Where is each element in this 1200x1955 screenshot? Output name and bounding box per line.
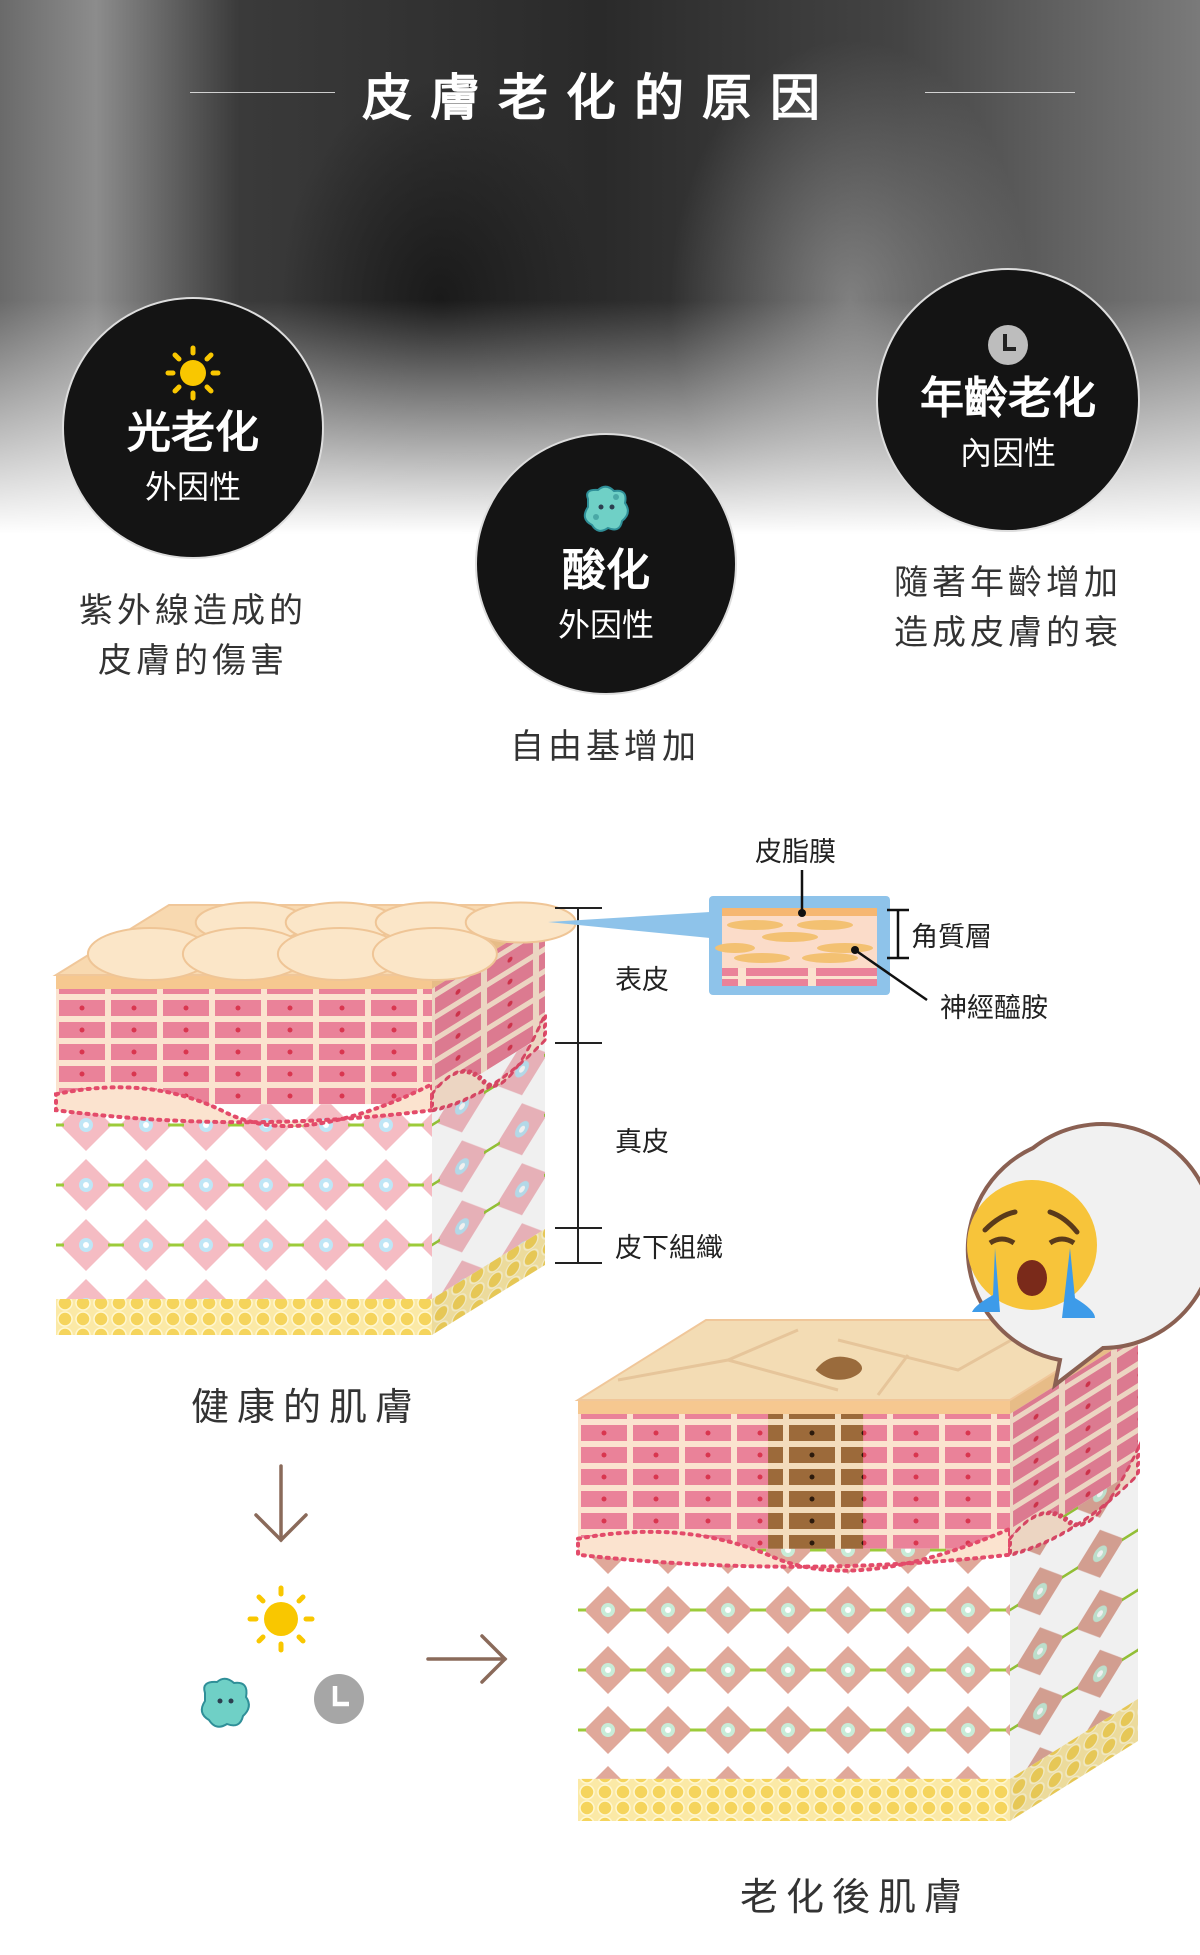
label-sebum: 皮脂膜 [755, 837, 836, 868]
sun-icon [247, 1585, 315, 1653]
surface-wrinkles [617, 1323, 1039, 1396]
speech-bubble [965, 1122, 1200, 1390]
side-shade [1010, 1320, 1138, 1821]
desc-line: 隨著年齡增加 [894, 563, 1122, 603]
front-face [54, 975, 434, 1335]
page-title: 皮膚老化的原因 [362, 68, 838, 127]
cause-name: 光老化 [127, 406, 259, 458]
epidermis-cells [1010, 1334, 1138, 1549]
dermis [56, 1104, 432, 1299]
side-face [1008, 1320, 1140, 1821]
desc-line: 紫外線造成的 [79, 591, 307, 631]
subcutaneous-fat [56, 1299, 432, 1335]
side-shade [432, 905, 545, 1335]
front-face [576, 1400, 1012, 1821]
cause-circle-photoaging: 光老化 外因性 [62, 297, 324, 559]
epidermis-cells [56, 989, 432, 1105]
basal-layer [430, 1005, 547, 1113]
desc-line: 皮膚的傷害 [98, 641, 288, 681]
stratum-corneum [578, 1400, 1010, 1414]
cause-type: 內因性 [959, 434, 1056, 473]
crying-face-icon [967, 1180, 1097, 1318]
arrow-down-icon [254, 1464, 308, 1543]
title-line-left [190, 92, 335, 93]
cause-description-age: 隨著年齡增加 造成皮膚的衰 [858, 558, 1158, 658]
epidermis-cells [432, 919, 545, 1105]
healthy-skin-cube [52, 901, 577, 1335]
subcutaneous-fat [432, 1229, 545, 1335]
dermis [578, 1548, 1010, 1779]
cause-description-oxidation: 自由基增加 [455, 722, 755, 772]
clock-icon [988, 324, 1028, 365]
cause-circle-oxidation: 酸化 外因性 [475, 433, 737, 695]
desc-line: 造成皮膚的衰 [894, 613, 1122, 653]
basal-layer [54, 1080, 434, 1128]
surface-bump [371, 927, 498, 981]
label-ceramide: 神經醯胺 [940, 993, 1048, 1024]
germ-icon [200, 1677, 250, 1728]
arrow-right-icon [426, 1634, 508, 1684]
clock-icon [314, 1674, 364, 1724]
damaged-cells [768, 1414, 864, 1549]
dermis [1010, 1468, 1138, 1779]
age-spot [815, 1356, 863, 1380]
cause-description-photoaging: 紫外線造成的 皮膚的傷害 [43, 586, 343, 686]
layer-scale-bar [555, 907, 602, 1264]
cause-type: 外因性 [557, 606, 654, 645]
healthy-skin-label: 健康的肌膚 [190, 1385, 421, 1429]
basal-layer [576, 1525, 1012, 1573]
cause-name: 酸化 [562, 544, 650, 596]
title-line-right [925, 92, 1075, 93]
cause-name: 年齡老化 [920, 372, 1096, 424]
layer-label-epidermis: 表皮 [615, 965, 669, 996]
subcutaneous-fat [578, 1778, 1010, 1821]
cause-circle-age: 年齡老化 內因性 [876, 268, 1140, 532]
sun-icon [165, 345, 221, 401]
subcutaneous-fat [1010, 1698, 1138, 1821]
aged-skin-label: 老化後肌膚 [739, 1875, 970, 1919]
layer-label-subcutaneous: 皮下組織 [615, 1233, 723, 1264]
desc-line: 自由基增加 [510, 727, 700, 767]
basal-layer [1008, 1440, 1140, 1558]
germ-icon [583, 485, 629, 532]
label-stratum-corneum: 角質層 [911, 922, 992, 953]
cause-type: 外因性 [144, 468, 241, 507]
inset-magnifier [548, 870, 928, 1002]
aged-skin-cube [574, 1319, 1142, 1821]
layer-label-dermis: 真皮 [615, 1127, 669, 1158]
